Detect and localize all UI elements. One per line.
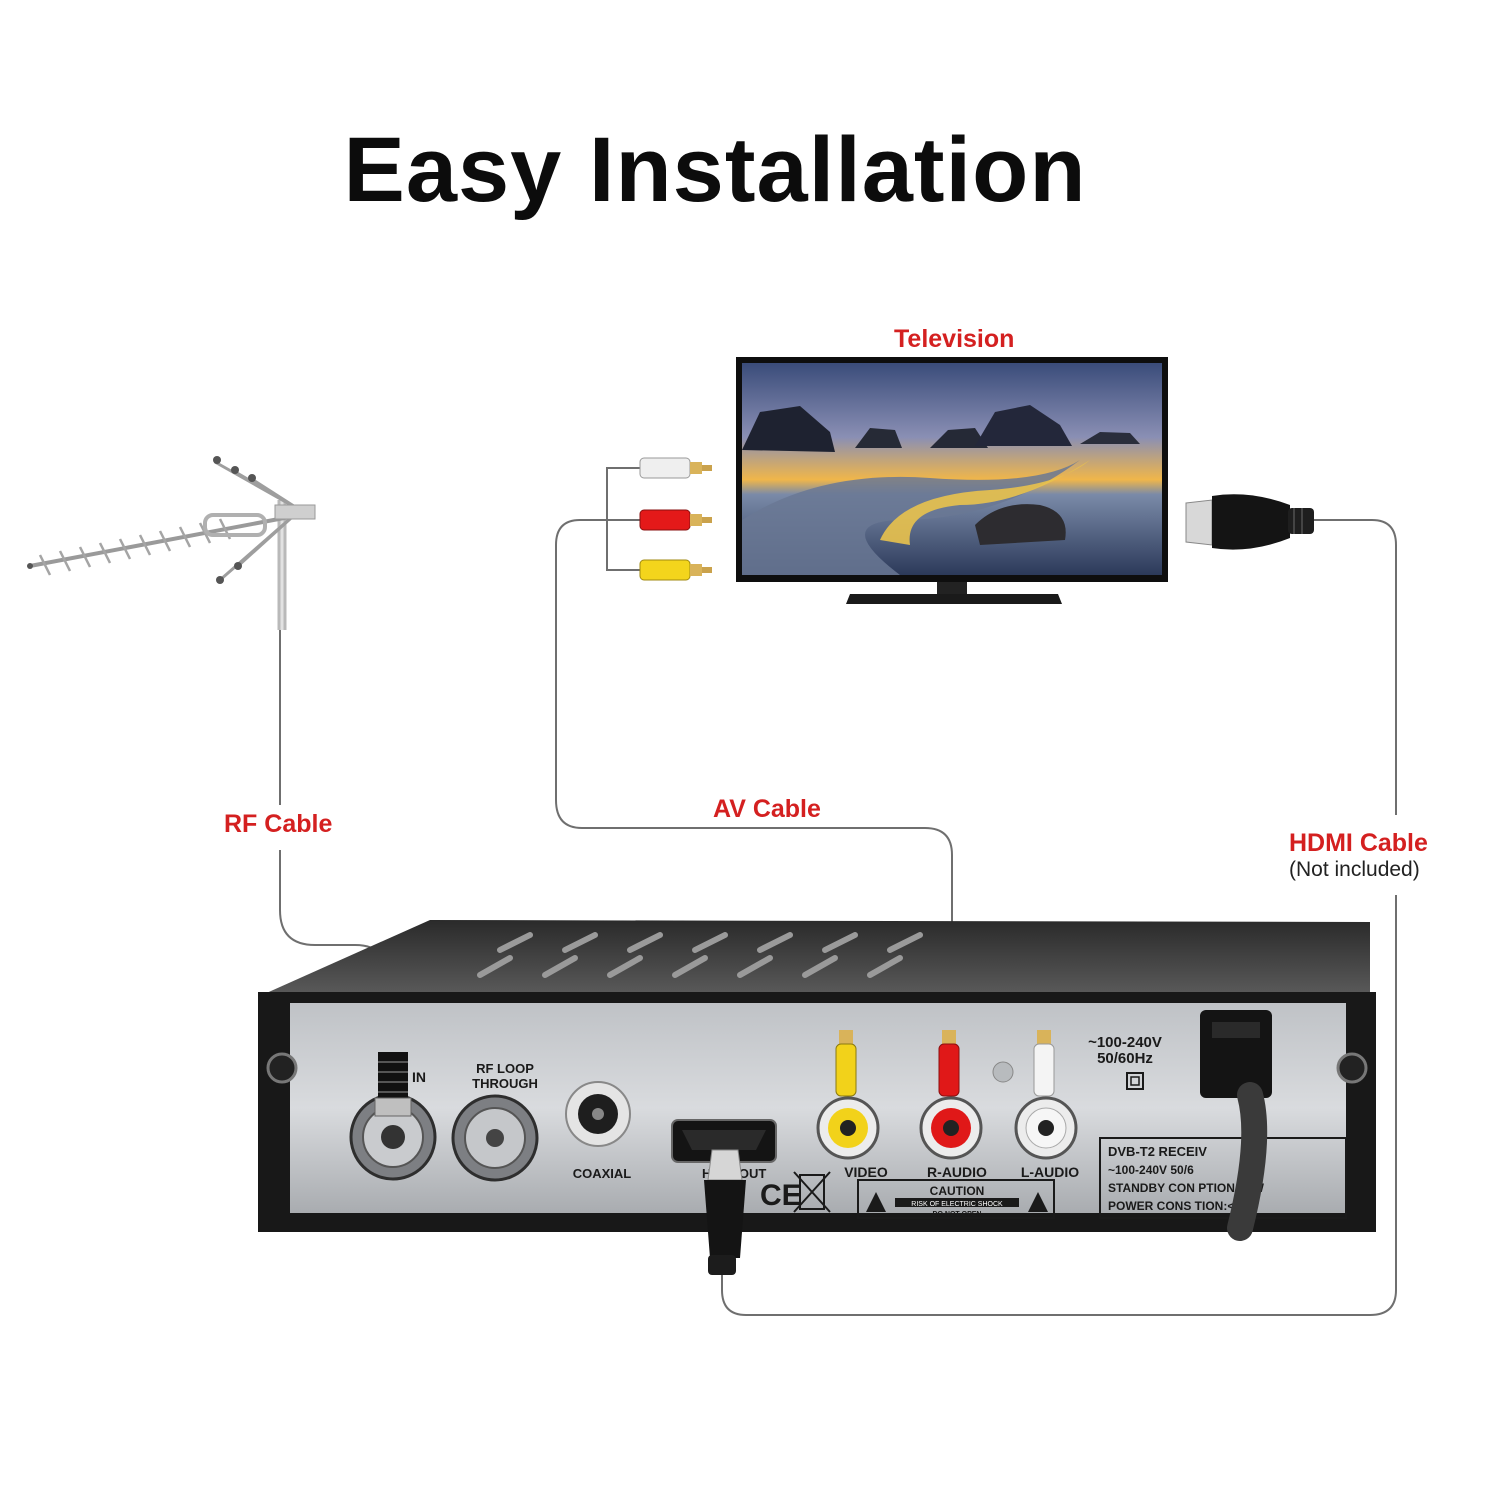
l-audio-port [1014,1096,1078,1160]
power-plug-icon [1200,1010,1272,1241]
antenna-icon [27,456,316,630]
ant-in-text: IN [412,1069,426,1085]
r-audio-text: R-AUDIO [927,1164,987,1180]
caution-sub-text-2: DO NOT OPEN [932,1211,981,1218]
rca-bracket-tv [606,467,640,571]
television-label: Television [894,325,1015,353]
hdmi-out-port [671,1119,777,1163]
spec-text-4: POWER CONS TION:<10W [1108,1199,1260,1213]
spec-text-2: ~100-240V 50/6 [1108,1163,1194,1177]
hdmi-cable-label: HDMI Cable [1289,829,1428,857]
hdmi-cable-upper [1312,519,1397,815]
spec-label [1099,1137,1347,1219]
l-audio-text: L-AUDIO [1021,1164,1079,1180]
spec-text-1: DVB-T2 RECEIV [1108,1144,1207,1159]
rf-loop-through-port [451,1094,539,1182]
coaxial-port [565,1081,631,1147]
caution-label [857,1179,1055,1219]
ant-in-port [349,1052,437,1181]
video-port [816,1096,880,1160]
rca-white-plug-icon [639,457,712,479]
hdmi-cable-lower [721,895,1397,1316]
television-icon [736,357,1168,604]
vent-slots [477,932,923,978]
voltage-text-2: 50/60Hz [1097,1050,1153,1067]
set-top-box: IN RF LOOP THROUGH COAXIAL HDMI OUT CE [258,920,1376,1275]
caution-sub-text-1: RISK OF ELECTRIC SHOCK [911,1201,1003,1208]
rf-loop-text-1: RF LOOP [476,1061,534,1076]
rca-red-plug-icon [639,509,712,531]
caution-text: CAUTION [930,1184,985,1198]
video-text: VIDEO [844,1164,888,1180]
rf-loop-text-2: THROUGH [472,1076,538,1091]
page-title: Easy Installation [343,119,1087,221]
rca-plugs-box-icon [835,1030,1055,1097]
coaxial-text: COAXIAL [573,1166,632,1181]
hdmi-not-included-note: (Not included) [1289,858,1420,881]
av-cable-label: AV Cable [713,795,821,823]
r-audio-port [919,1096,983,1160]
ce-mark: CE [760,1179,802,1212]
hdmi-plug-box-icon [704,1149,746,1275]
voltage-text-1: ~100-240V [1088,1034,1162,1051]
hdmi-plug-tv-icon [1185,494,1314,550]
av-cable [555,519,953,1040]
spec-text-3: STANDBY CON PTION:<1W [1108,1181,1265,1195]
rf-cable-label: RF Cable [224,810,333,838]
screw-icons [266,1052,1368,1084]
rca-plugs-tv [639,457,712,581]
weee-bin-icon [793,1171,831,1213]
rca-yellow-plug-icon [639,559,712,581]
